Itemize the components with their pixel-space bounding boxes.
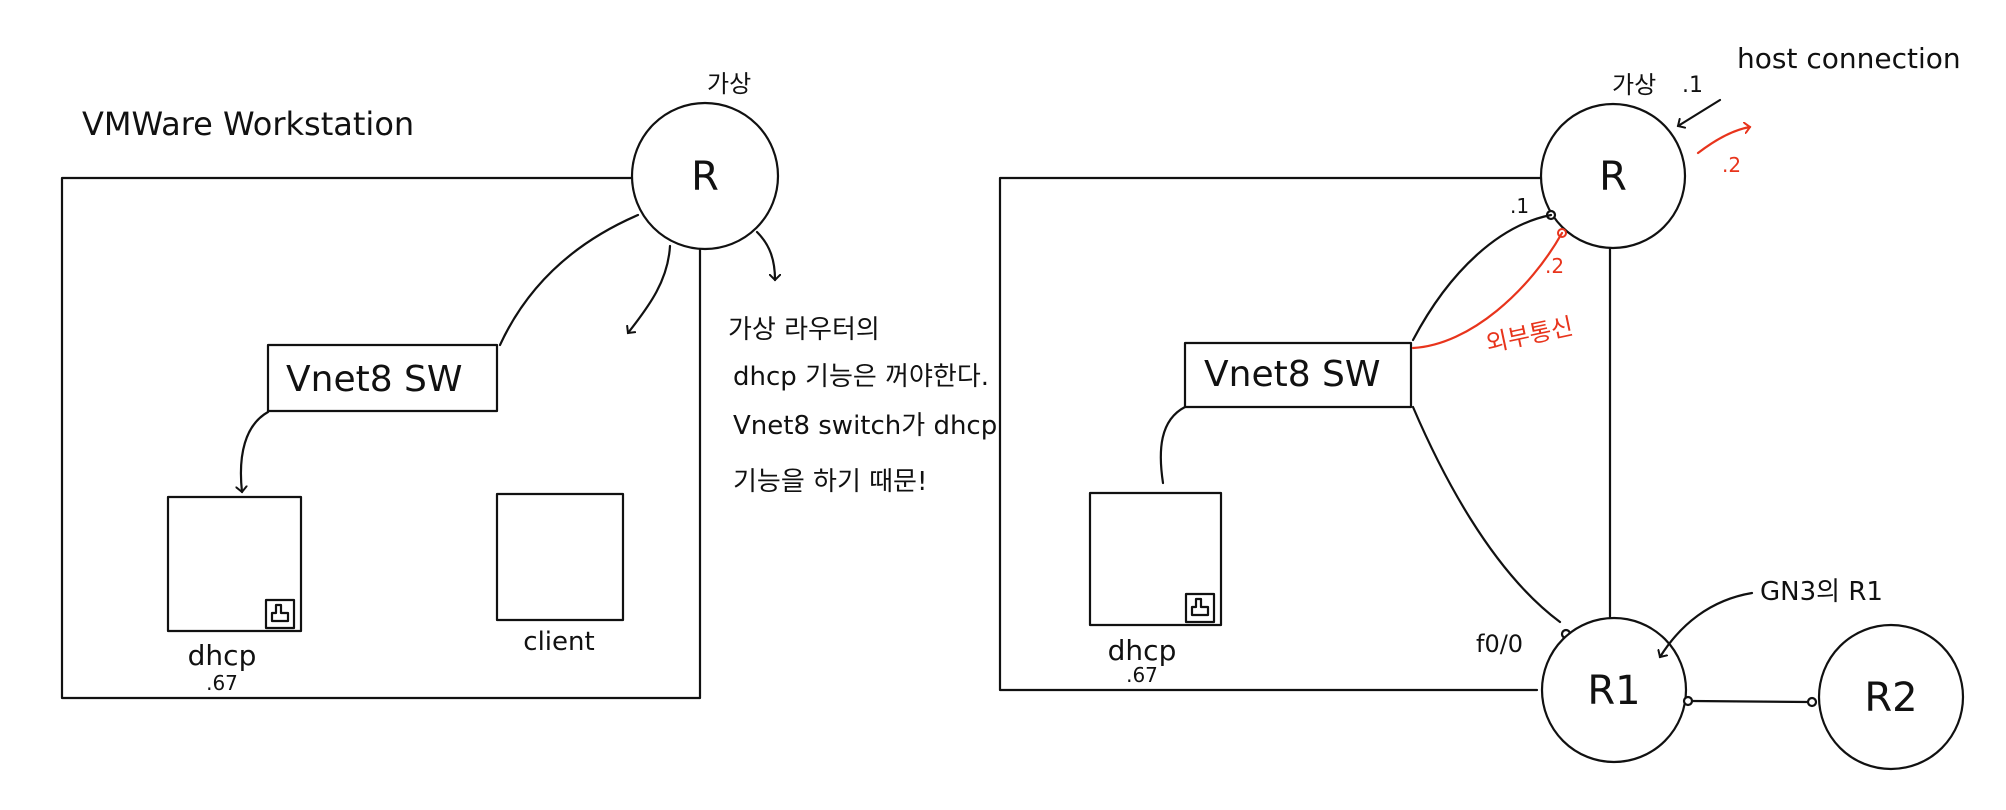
left-dhcp-address: .67 [206, 671, 238, 695]
left-router-arrow-down [628, 244, 672, 333]
left-vmware-box [60, 176, 702, 700]
host-connection-return-arrow [1696, 127, 1750, 155]
switch-r1-link [1411, 405, 1562, 624]
left-note-arrow [755, 230, 775, 280]
r1-label: R1 [1587, 668, 1640, 714]
r2-router-node [1817, 623, 1965, 771]
left-client-label: client [523, 627, 594, 657]
left-dhcp-power-icon [264, 598, 296, 630]
left-router-node [630, 101, 780, 251]
right-dhcp-power-glyph [1190, 597, 1210, 617]
r1-port-label: f0/0 [1476, 630, 1523, 658]
right-vnet8-switch [1183, 341, 1413, 409]
r2-label: R2 [1864, 675, 1917, 721]
left-router-virtual-tag: 가상 [707, 70, 751, 98]
note-line: 가상 라우터의 [728, 315, 880, 345]
right-router-node [1539, 102, 1687, 250]
left-dhcp-label: dhcp [188, 639, 257, 672]
note-line: dhcp 기능은 꺼야한다. [733, 362, 989, 392]
note-line: 기능을 하기 때문! [733, 467, 927, 497]
right-dhcp-label: dhcp [1108, 634, 1177, 667]
right-vmware-box [998, 176, 1562, 692]
host-address: .1 [1682, 73, 1703, 98]
left-dhcp-power-glyph [270, 603, 290, 623]
host-address-red: .2 [1722, 153, 1741, 177]
r1-r2-port-dot [1682, 695, 1694, 707]
switch-router-link [1411, 213, 1553, 342]
left-diagram: VMWare Workstation 가상 R Vnet8 SW dhcp .6… [60, 70, 997, 700]
host-connection-arrow [1678, 98, 1722, 126]
left-dhcp-server-box [166, 495, 303, 633]
left-vnet8-switch [266, 343, 499, 413]
left-switch-dhcp-arrow [241, 410, 270, 492]
right-switch-label: Vnet8 SW [1204, 354, 1381, 395]
vmware-workstation-title: VMWare Workstation [82, 105, 414, 143]
gns3-note-arrow [1660, 591, 1754, 657]
external-comm-link [1411, 231, 1564, 350]
left-router-label: R [691, 154, 719, 200]
right-dhcp-address: .67 [1126, 663, 1158, 687]
external-comm-label: 외부통신 [1483, 312, 1575, 358]
left-dhcp-note: 가상 라우터의 dhcp 기능은 꺼야한다. Vnet8 switch가 dhc… [728, 315, 997, 497]
note-line: Vnet8 switch가 dhcp [733, 411, 997, 441]
r1-r2-link [1690, 699, 1810, 704]
gns3-r1-note: GN3의 R1 [1760, 577, 1883, 607]
host-connection-label: host connection [1737, 42, 1961, 75]
r2-port-dot [1806, 696, 1818, 708]
right-dhcp-power-icon [1184, 592, 1216, 624]
red-port-address: .2 [1545, 254, 1564, 278]
left-client-box [495, 492, 625, 622]
left-switch-label: Vnet8 SW [286, 359, 463, 400]
r1-router-node [1540, 616, 1688, 764]
right-router-label: R [1599, 154, 1627, 200]
left-router-switch-link [498, 213, 640, 347]
right-diagram: 가상 R host connection .1 .2 .1 .2 Vnet8 S… [998, 42, 1965, 771]
right-router-virtual-tag: 가상 [1612, 71, 1656, 99]
right-dhcp-server-box [1088, 491, 1223, 627]
switch-dhcp-link [1159, 405, 1187, 485]
router-port-address: .1 [1510, 194, 1529, 218]
